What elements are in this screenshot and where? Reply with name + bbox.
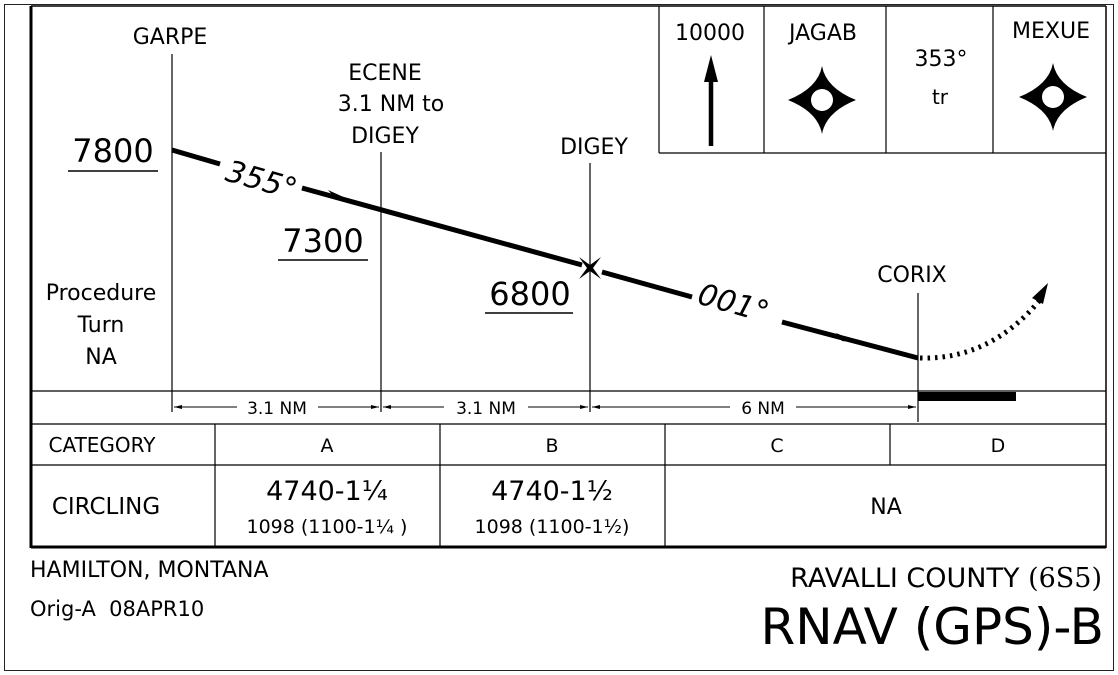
course-001: 001°	[694, 277, 773, 331]
circling-b-msl: 4740-1½	[491, 476, 613, 507]
ecene-altitude: 7300	[282, 222, 363, 260]
circling-cd-value: NA	[870, 495, 902, 520]
mexue-fix-label: MEXUE	[1012, 19, 1090, 44]
category-a: A	[321, 435, 334, 457]
airport-id: (6S5)	[1028, 563, 1102, 594]
airport-name: RAVALLI COUNTY (6S5)	[790, 563, 1102, 594]
course-355: 355°	[222, 154, 301, 208]
jagab-waypoint-icon	[788, 66, 856, 134]
procedure-turn-line2: Turn	[77, 313, 125, 338]
minimums-table	[31, 424, 1106, 547]
circling-label: CIRCLING	[52, 494, 160, 520]
circling-b-hat: 1098 (1100-1½)	[475, 516, 630, 538]
procedure-turn-line3: NA	[85, 345, 117, 370]
climb-arrow-icon	[704, 55, 718, 146]
course-arrow-icon	[328, 190, 350, 200]
ecene-label: ECENE	[348, 61, 422, 86]
jagab-fix-label: JAGAB	[787, 21, 857, 46]
garpe-altitude: 7800	[72, 132, 153, 170]
corix-label: CORIX	[877, 263, 947, 288]
map-segment-bar	[918, 392, 1016, 401]
ecene-note-line1: 3.1 NM to	[338, 92, 445, 117]
course-value: 353°	[915, 47, 968, 72]
digey-altitude: 6800	[489, 275, 570, 313]
amendment-label: Orig-A 08APR10	[30, 597, 205, 621]
airport-label: RAVALLI COUNTY	[790, 563, 1020, 594]
location-label: HAMILTON, MONTANA	[30, 558, 269, 583]
category-header: CATEGORY	[48, 433, 156, 457]
distance-ecene-digey: 3.1 NM	[456, 399, 516, 419]
outer-frame	[4, 4, 1114, 671]
category-b: B	[545, 435, 558, 457]
missed-approach-arrow-icon	[1032, 283, 1048, 304]
mexue-waypoint-icon	[1019, 63, 1087, 131]
missed-approach-turn-path	[919, 298, 1042, 361]
category-c: C	[770, 435, 783, 457]
distance-digey-corix: 6 NM	[741, 399, 785, 419]
missed-approach-icon-strip	[658, 6, 1106, 154]
climb-altitude-label: 10000	[675, 21, 745, 46]
ecene-note-line2: DIGEY	[351, 124, 419, 149]
final-approach-fix-icon	[579, 257, 601, 279]
procedure-title: RNAV (GPS)-B	[760, 598, 1104, 656]
course-suffix: tr	[932, 85, 949, 109]
garpe-label: GARPE	[133, 25, 208, 50]
circling-a-hat: 1098 (1100-1¼ )	[247, 516, 408, 538]
category-d: D	[991, 435, 1006, 457]
circling-a-msl: 4740-1¼	[266, 476, 388, 507]
descent-path	[171, 147, 919, 361]
digey-label: DIGEY	[560, 135, 628, 160]
procedure-turn-line1: Procedure	[46, 281, 157, 306]
course-arrow-icon	[836, 333, 860, 343]
distance-garpe-ecene: 3.1 NM	[247, 399, 307, 419]
